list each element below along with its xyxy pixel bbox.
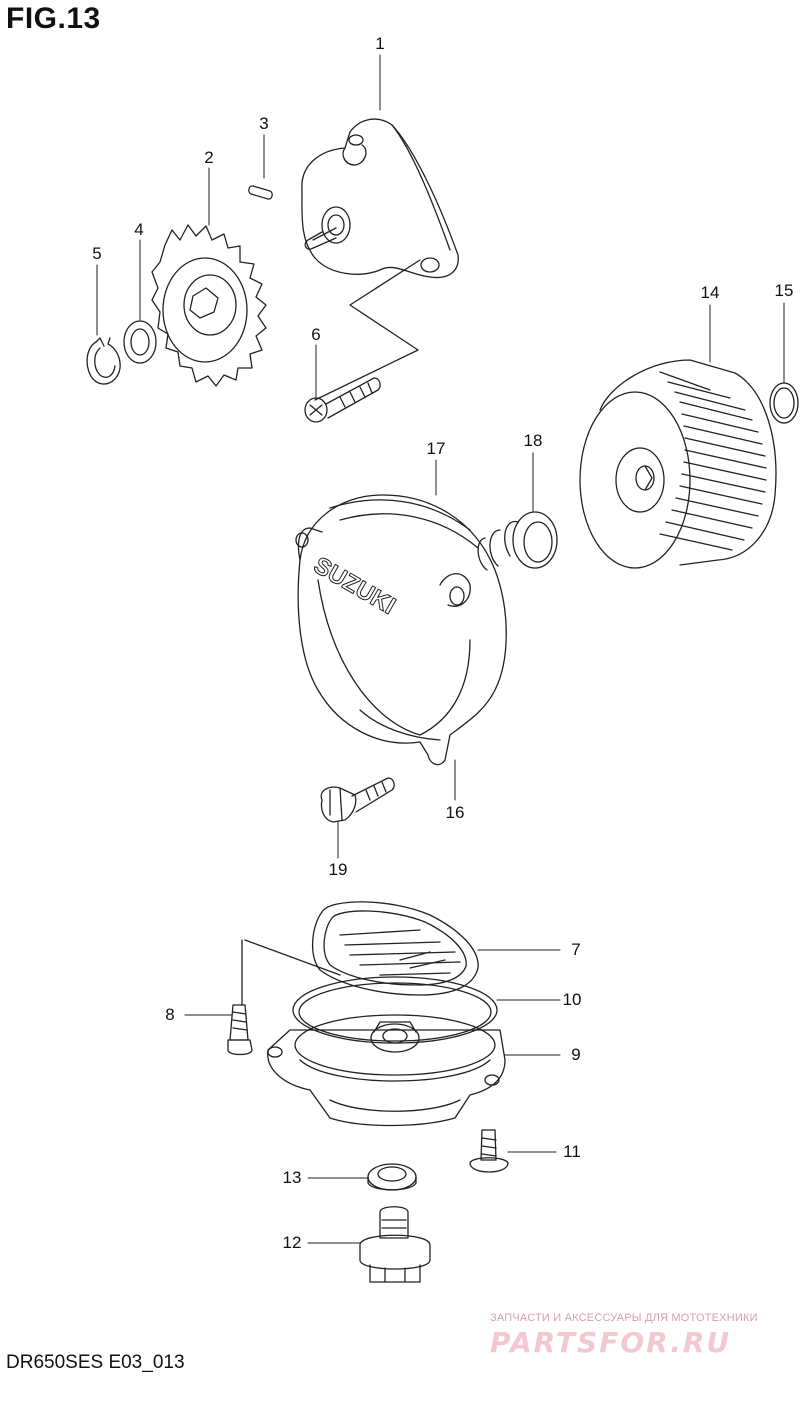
callout-8: 8	[165, 1005, 175, 1024]
callout-9: 9	[571, 1045, 581, 1064]
callout-5: 5	[92, 244, 102, 263]
callout-12: 12	[282, 1233, 302, 1252]
gear-part	[152, 225, 266, 386]
gasket-part	[245, 902, 478, 995]
callout-3: 3	[259, 114, 269, 133]
circlip-part	[87, 338, 120, 384]
callout-6: 6	[311, 325, 321, 344]
watermark-tagline: ЗАПЧАСТИ И АКСЕССУАРЫ ДЛЯ МОТОТЕХНИКИ	[490, 1312, 758, 1324]
callout-1: 1	[375, 34, 385, 53]
callout-leader-lines	[97, 55, 784, 1243]
oil-pump-body	[302, 119, 458, 400]
figure-title: FIG.13	[6, 2, 101, 35]
cover-lettering: SUZUKI	[309, 552, 400, 620]
callout-17: 17	[426, 439, 446, 458]
callout-11: 11	[563, 1142, 581, 1161]
strainer-o-ring-part	[293, 977, 497, 1043]
drain-washer-part	[368, 1164, 416, 1190]
drain-plug-part	[360, 1207, 430, 1282]
small-bolt-part	[228, 940, 252, 1055]
callout-15: 15	[774, 281, 794, 300]
callout-2: 2	[204, 148, 214, 167]
callout-13: 13	[282, 1168, 302, 1187]
oil-filter-part	[580, 360, 776, 568]
drain-plug-bolt-part	[470, 1130, 508, 1172]
callout-18: 18	[523, 431, 543, 450]
callout-4: 4	[134, 220, 144, 239]
oil-strainer-part	[268, 1015, 505, 1126]
callout-7: 7	[571, 940, 581, 959]
callout-14: 14	[700, 283, 720, 302]
callout-10: 10	[562, 990, 582, 1009]
watermark-brand: PARTSFOR.RU	[490, 1326, 732, 1359]
callout-16: 16	[445, 803, 465, 822]
filter-cap-part	[296, 495, 506, 765]
o-ring-part	[770, 383, 798, 423]
pin-part	[249, 186, 272, 199]
callout-19: 19	[328, 860, 348, 879]
figure-code: DR650SES E03_013	[6, 1352, 185, 1373]
washer-part	[124, 321, 156, 363]
spring-part	[478, 512, 557, 570]
flange-bolt-part	[321, 778, 394, 822]
